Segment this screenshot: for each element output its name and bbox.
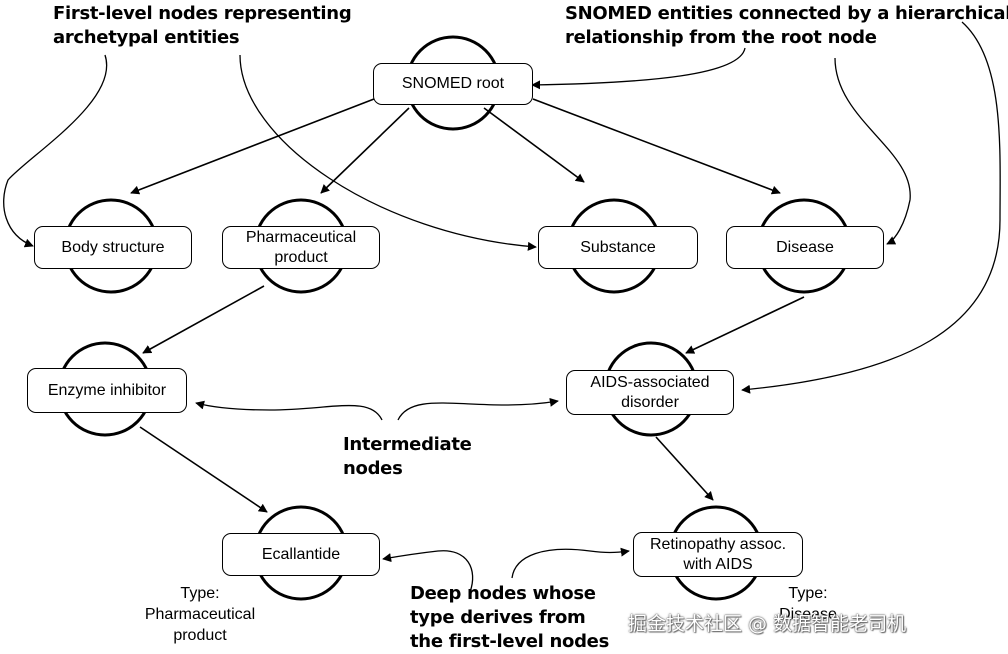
- type-label-line: Type:: [180, 585, 220, 602]
- type-label-ecallantide: Type: Pharmaceutical product: [130, 583, 270, 646]
- node-label: Enzyme inhibitor: [47, 381, 167, 399]
- node-label: SNOMED root: [401, 75, 505, 92]
- annotation-line: type derives from: [410, 607, 586, 628]
- node-label: AIDS-associated disorder: [590, 373, 710, 411]
- type-label-retinopathy: Type: Disease: [768, 583, 848, 625]
- pointer-first-level-body: [3, 54, 108, 248]
- node-label: Substance: [580, 238, 656, 256]
- edge-root-substance: [483, 107, 585, 183]
- annotation-line: Deep nodes whose: [410, 583, 596, 604]
- annotation-line: nodes: [343, 458, 403, 479]
- pointer-deep-ecallantide: [382, 550, 474, 593]
- annotation-hierarchical: SNOMED entities connected by a hierarchi…: [565, 2, 1008, 50]
- node-aids-associated-disorder[interactable]: AIDS-associated disorder: [566, 370, 734, 415]
- edge-root-body-structure: [130, 98, 375, 195]
- pointer-hierarchical-disease: [834, 57, 911, 245]
- pointer-intermediate-enzyme: [195, 400, 383, 421]
- edge-pharma-enzyme: [142, 285, 265, 354]
- edge-root-pharma-product: [320, 107, 410, 194]
- annotation-line: archetypal entities: [53, 27, 240, 48]
- type-label-line: Pharmaceutical: [144, 606, 256, 623]
- node-label: Disease: [776, 238, 834, 256]
- type-label-line: Disease: [779, 606, 837, 623]
- node-label: Retinopathy assoc. with AIDS: [649, 535, 787, 573]
- annotation-line: First-level nodes representing: [53, 3, 352, 24]
- pointer-hierarchical-aids: [741, 21, 1001, 394]
- pointer-first-level-substance: [239, 54, 537, 251]
- type-label-line: Type:: [788, 585, 828, 602]
- annotation-deep-nodes: Deep nodes whose type derives from the f…: [410, 582, 609, 654]
- node-label: Ecallantide: [261, 545, 341, 563]
- edge-root-disease: [532, 98, 781, 195]
- node-ecallantide[interactable]: Ecallantide: [222, 533, 380, 576]
- node-snomed-root[interactable]: SNOMED root: [373, 63, 533, 105]
- node-substance[interactable]: Substance: [538, 226, 698, 269]
- node-disease[interactable]: Disease: [726, 226, 884, 269]
- node-pharmaceutical-product[interactable]: Pharmaceutical product: [222, 226, 380, 269]
- edge-aids-retinopathy: [655, 436, 714, 501]
- annotation-line: SNOMED entities connected by a hierarchi…: [565, 3, 1008, 24]
- annotation-line: the first-level nodes: [410, 631, 610, 652]
- node-retinopathy[interactable]: Retinopathy assoc. with AIDS: [633, 532, 803, 577]
- pointer-intermediate-aids: [397, 397, 559, 421]
- node-body-structure[interactable]: Body structure: [34, 226, 192, 269]
- pointer-hierarchical-root: [531, 47, 746, 90]
- node-label: Body structure: [61, 238, 165, 256]
- watermark-text: 掘金技术社区 @ 数据智能老司机: [628, 613, 907, 635]
- annotation-intermediate: Intermediate nodes: [343, 433, 472, 481]
- type-label-line: product: [173, 627, 227, 644]
- annotation-line: relationship from the root node: [565, 27, 877, 48]
- edge-enzyme-ecallantide: [139, 426, 268, 513]
- pointer-deep-retinopathy: [511, 547, 630, 579]
- node-label: Pharmaceutical product: [245, 228, 357, 266]
- node-enzyme-inhibitor[interactable]: Enzyme inhibitor: [27, 368, 187, 413]
- annotation-first-level: First-level nodes representing archetypa…: [53, 2, 352, 50]
- annotation-line: Intermediate: [343, 434, 472, 455]
- edge-disease-aids: [685, 296, 805, 354]
